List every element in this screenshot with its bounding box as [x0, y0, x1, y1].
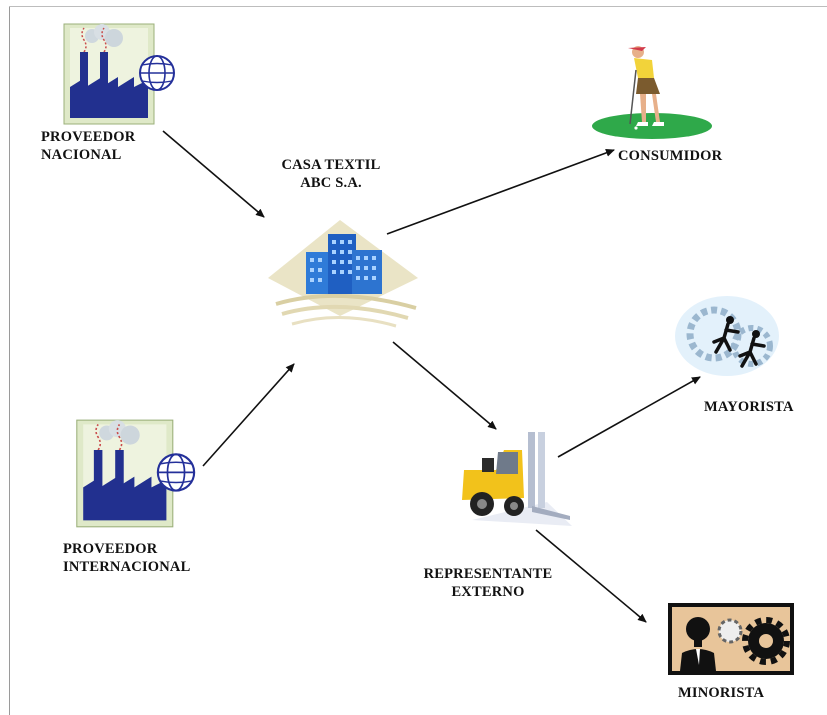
arrow-casa-to-consumidor	[386, 149, 615, 235]
arrow-casa-to-representante	[392, 341, 497, 430]
frame-border-top	[9, 6, 827, 7]
arrow-representante-to-minorista	[535, 529, 647, 623]
factory-globe-icon	[76, 419, 196, 528]
forklift-icon	[462, 432, 572, 526]
businessman-gears-icon	[668, 603, 794, 675]
proveedor-nacional-line1: PROVEEDOR	[41, 129, 136, 145]
consumidor-label: CONSUMIDOR	[618, 148, 723, 164]
proveedor-internacional-label: PROVEEDOR INTERNACIONAL	[63, 540, 190, 576]
office-buildings-icon	[268, 220, 418, 328]
frame-border-left	[9, 6, 10, 715]
mayorista-label: MAYORISTA	[704, 399, 794, 415]
arrow-internacional-to-casa	[202, 363, 295, 467]
proveedor-nacional-line2: NACIONAL	[41, 147, 122, 163]
representante-externo-line1: REPRESENTANTE	[423, 566, 553, 582]
casa-textil-line2: ABC S.A.	[300, 175, 362, 191]
minorista-label: MINORISTA	[678, 685, 765, 701]
arrow-nacional-to-casa	[162, 130, 265, 218]
casa-textil-label: CASA TEXTIL ABC S.A.	[266, 156, 396, 192]
proveedor-internacional-line2: INTERNACIONAL	[63, 559, 191, 575]
representante-externo-label: REPRESENTANTE EXTERNO	[398, 565, 578, 601]
proveedor-nacional-label: PROVEEDOR NACIONAL	[41, 128, 135, 164]
casa-textil-line1: CASA TEXTIL	[281, 157, 381, 173]
representante-externo-line2: EXTERNO	[451, 584, 525, 600]
gears-runners-icon	[675, 296, 779, 376]
golfer-icon	[592, 46, 712, 139]
proveedor-internacional-line1: PROVEEDOR	[63, 541, 158, 557]
factory-globe-icon	[63, 23, 175, 125]
arrow-representante-to-mayorista	[557, 376, 701, 458]
